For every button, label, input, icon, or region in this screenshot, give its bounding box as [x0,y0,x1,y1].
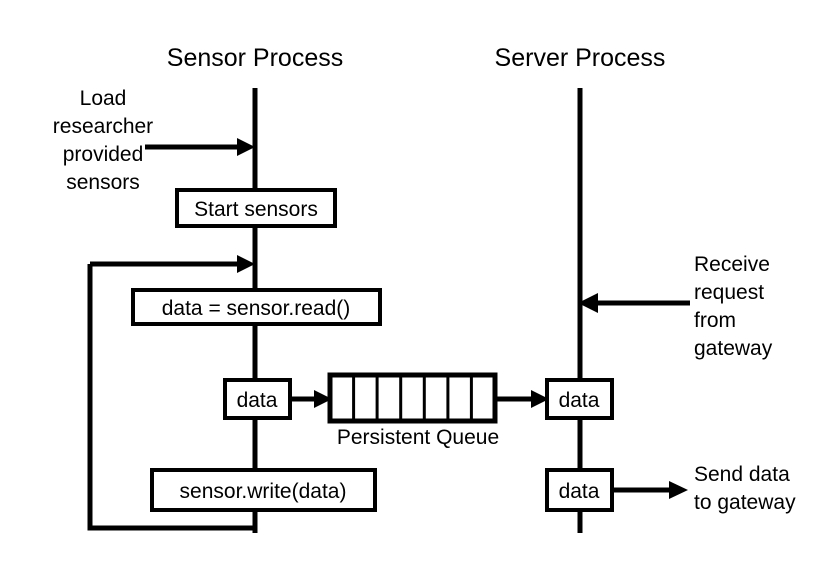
lane-title-sensor-process: Sensor Process [167,44,343,72]
note-receive-request-line-2: request [694,281,764,304]
sensor-loop-path [87,264,255,531]
note-load-sensors-line-2: researcher [53,115,153,138]
persistent-queue[interactable]: Persistent Queue [327,372,499,449]
server-data-out-box[interactable] [545,468,614,512]
load-sensors-arrowhead [237,138,255,156]
read-box-label: data = sensor.read() [162,297,351,320]
send-data-arrowhead [669,481,688,499]
note-send-data: Send data to gateway [694,463,796,514]
queue-to-server-arrowhead [531,390,549,408]
note-load-sensors-line-4: sensors [66,171,140,194]
note-receive-request: Receive request from gateway [694,253,773,360]
activity-sensor-write[interactable]: sensor.write(data) [150,468,377,512]
note-load-sensors-line-1: Load [80,87,127,110]
persistent-queue-caption: Persistent Queue [337,426,499,449]
note-load-sensors: Load researcher provided sensors [53,87,153,194]
loop-back-arrowhead [237,255,255,273]
start-sensors-box[interactable] [175,188,337,228]
persistent-queue-box[interactable] [327,372,498,424]
receive-request-arrowhead [578,293,598,313]
data-to-queue-arrowhead [314,390,332,408]
note-receive-request-line-3: from [694,309,736,332]
read-box[interactable] [131,288,382,326]
note-send-data-line-2: to gateway [694,491,796,514]
activity-server-data-out[interactable]: data [545,468,614,512]
sensor-data-box[interactable] [223,378,292,420]
server-data-out-label: data [559,480,600,503]
activity-start-sensors[interactable]: Start sensors [175,188,337,228]
note-receive-request-line-1: Receive [694,253,770,276]
server-data-in-label: data [559,389,600,412]
activity-server-data-in[interactable]: data [545,378,614,420]
server-data-in-box[interactable] [545,378,614,420]
note-send-data-line-1: Send data [694,463,790,486]
activity-sensor-read[interactable]: data = sensor.read() [131,288,382,326]
note-receive-request-line-4: gateway [694,337,773,360]
write-box-label: sensor.write(data) [180,480,347,503]
write-box[interactable] [150,468,377,512]
lane-title-server-process: Server Process [495,44,666,72]
sensor-data-box-label: data [237,389,278,412]
start-sensors-label: Start sensors [194,198,318,221]
activity-sensor-data[interactable]: data [223,378,292,420]
note-load-sensors-line-3: provided [63,143,144,166]
